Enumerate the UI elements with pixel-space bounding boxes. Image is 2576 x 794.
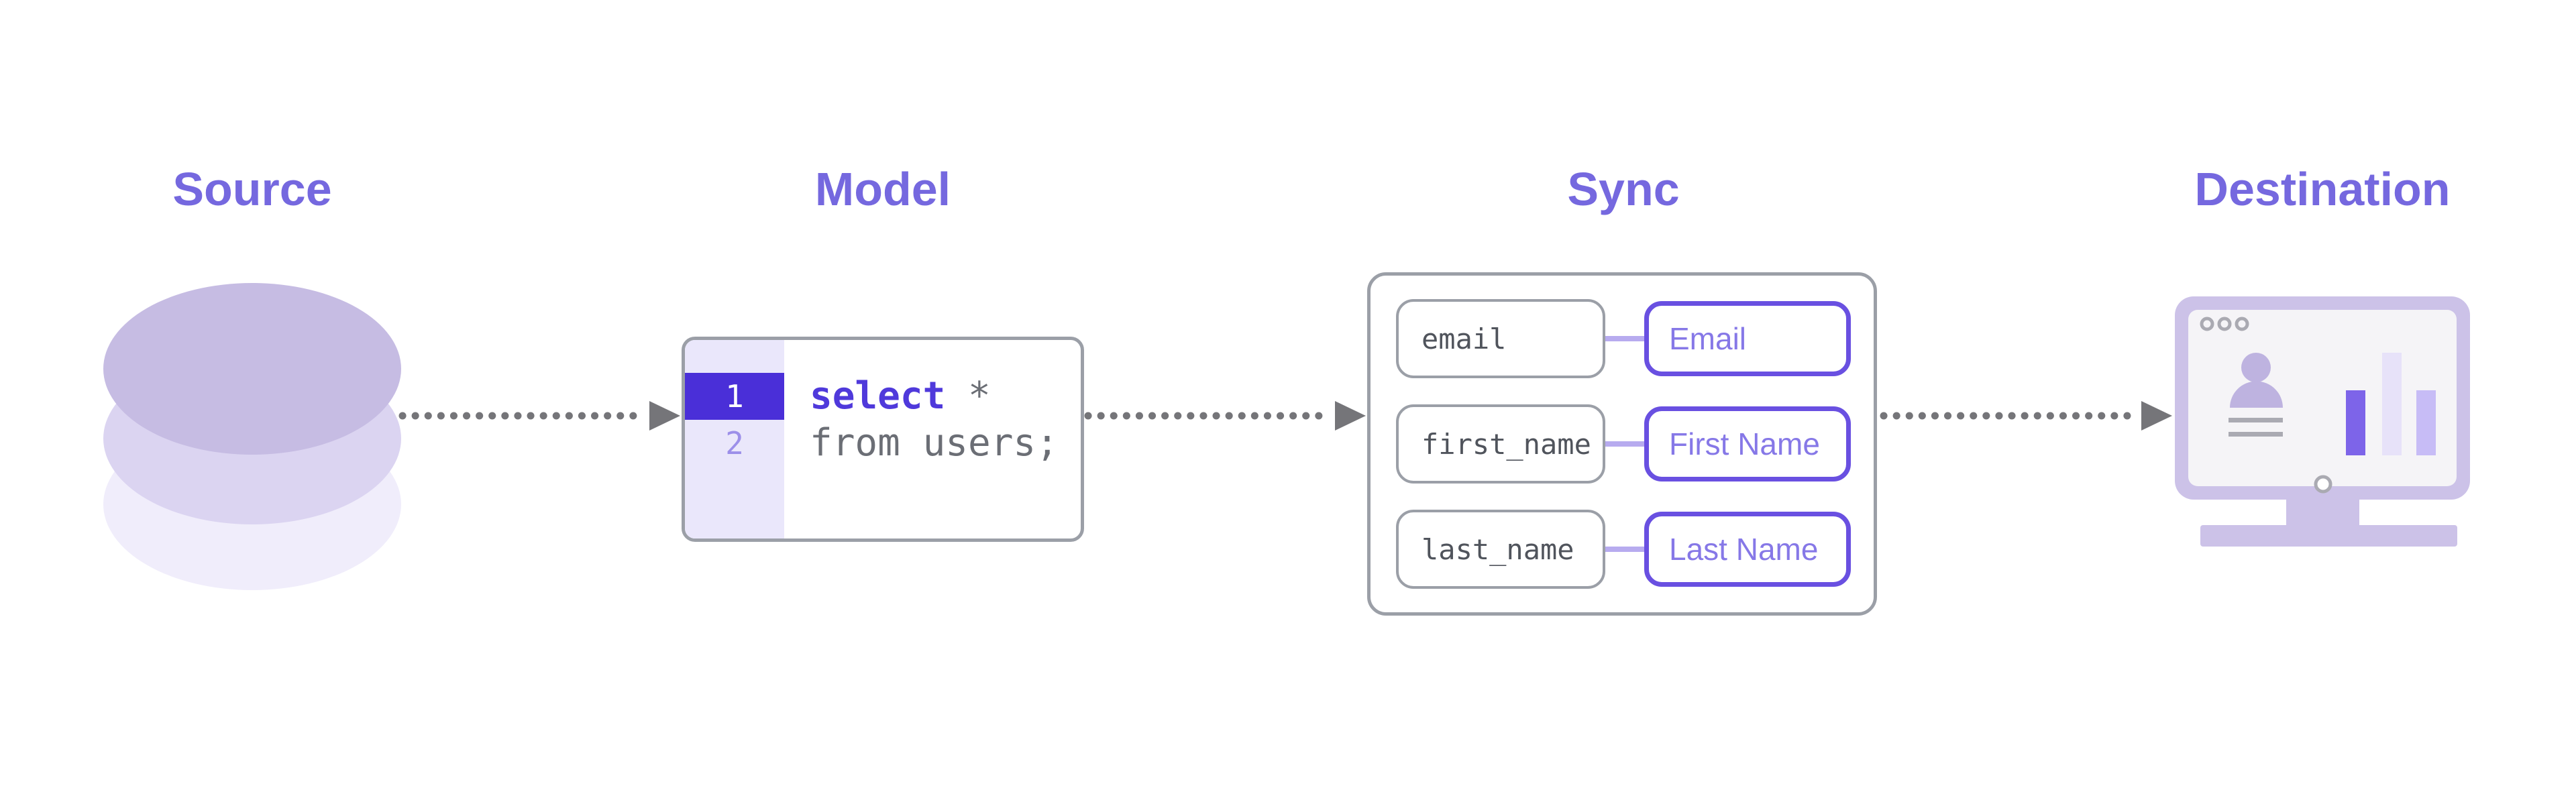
monitor-button xyxy=(2314,475,2332,494)
stage-title-destination: Destination xyxy=(2194,163,2451,215)
monitor-stand-base xyxy=(2200,525,2457,547)
source-field-pill: email xyxy=(1396,299,1605,378)
stage-title-sync: Sync xyxy=(1567,163,1680,215)
window-dots-icon xyxy=(2200,317,2249,331)
mapping-connector-line xyxy=(1605,441,1644,447)
code-line-2: from users; xyxy=(810,420,1081,467)
destination-field-pill: Email xyxy=(1644,301,1851,376)
database-icon xyxy=(103,283,401,590)
destination-field-pill: First Name xyxy=(1644,406,1851,481)
code-line-1: select * xyxy=(810,373,1081,420)
arrow-model-to-sync-icon xyxy=(1084,401,1366,431)
source-field-pill: first_name xyxy=(1396,404,1605,484)
mapping-row: last_name Last Name xyxy=(1396,510,1874,589)
bar-chart-icon xyxy=(2346,353,2436,455)
sql-code: from users; xyxy=(810,421,1059,465)
line-number: 2 xyxy=(725,425,744,461)
monitor-stand-neck xyxy=(2286,498,2359,528)
model-code-box: 1 2 select * from users; xyxy=(682,337,1084,542)
arrow-source-to-model-icon xyxy=(398,401,680,431)
sql-code: * xyxy=(945,374,991,418)
database-disk-top xyxy=(103,283,401,455)
sql-keyword: select xyxy=(810,374,946,418)
stage-title-model: Model xyxy=(814,163,951,215)
code-area: select * from users; xyxy=(784,340,1081,538)
stage-title-source: Source xyxy=(172,163,332,215)
line-number-gutter: 1 2 xyxy=(685,340,784,538)
mapping-row: first_name First Name xyxy=(1396,404,1874,484)
sync-mapping-box: email Email first_name First Name last_n… xyxy=(1367,272,1877,616)
source-field-pill: last_name xyxy=(1396,510,1605,589)
line-number-highlighted: 1 xyxy=(685,373,784,420)
user-profile-icon xyxy=(2229,353,2283,437)
monitor-analytics-icon xyxy=(2175,296,2470,547)
arrow-sync-to-destination-icon xyxy=(1880,401,2172,431)
mapping-connector-line xyxy=(1605,547,1644,552)
destination-field-pill: Last Name xyxy=(1644,512,1851,587)
mapping-row: email Email xyxy=(1396,299,1874,378)
mapping-connector-line xyxy=(1605,336,1644,341)
